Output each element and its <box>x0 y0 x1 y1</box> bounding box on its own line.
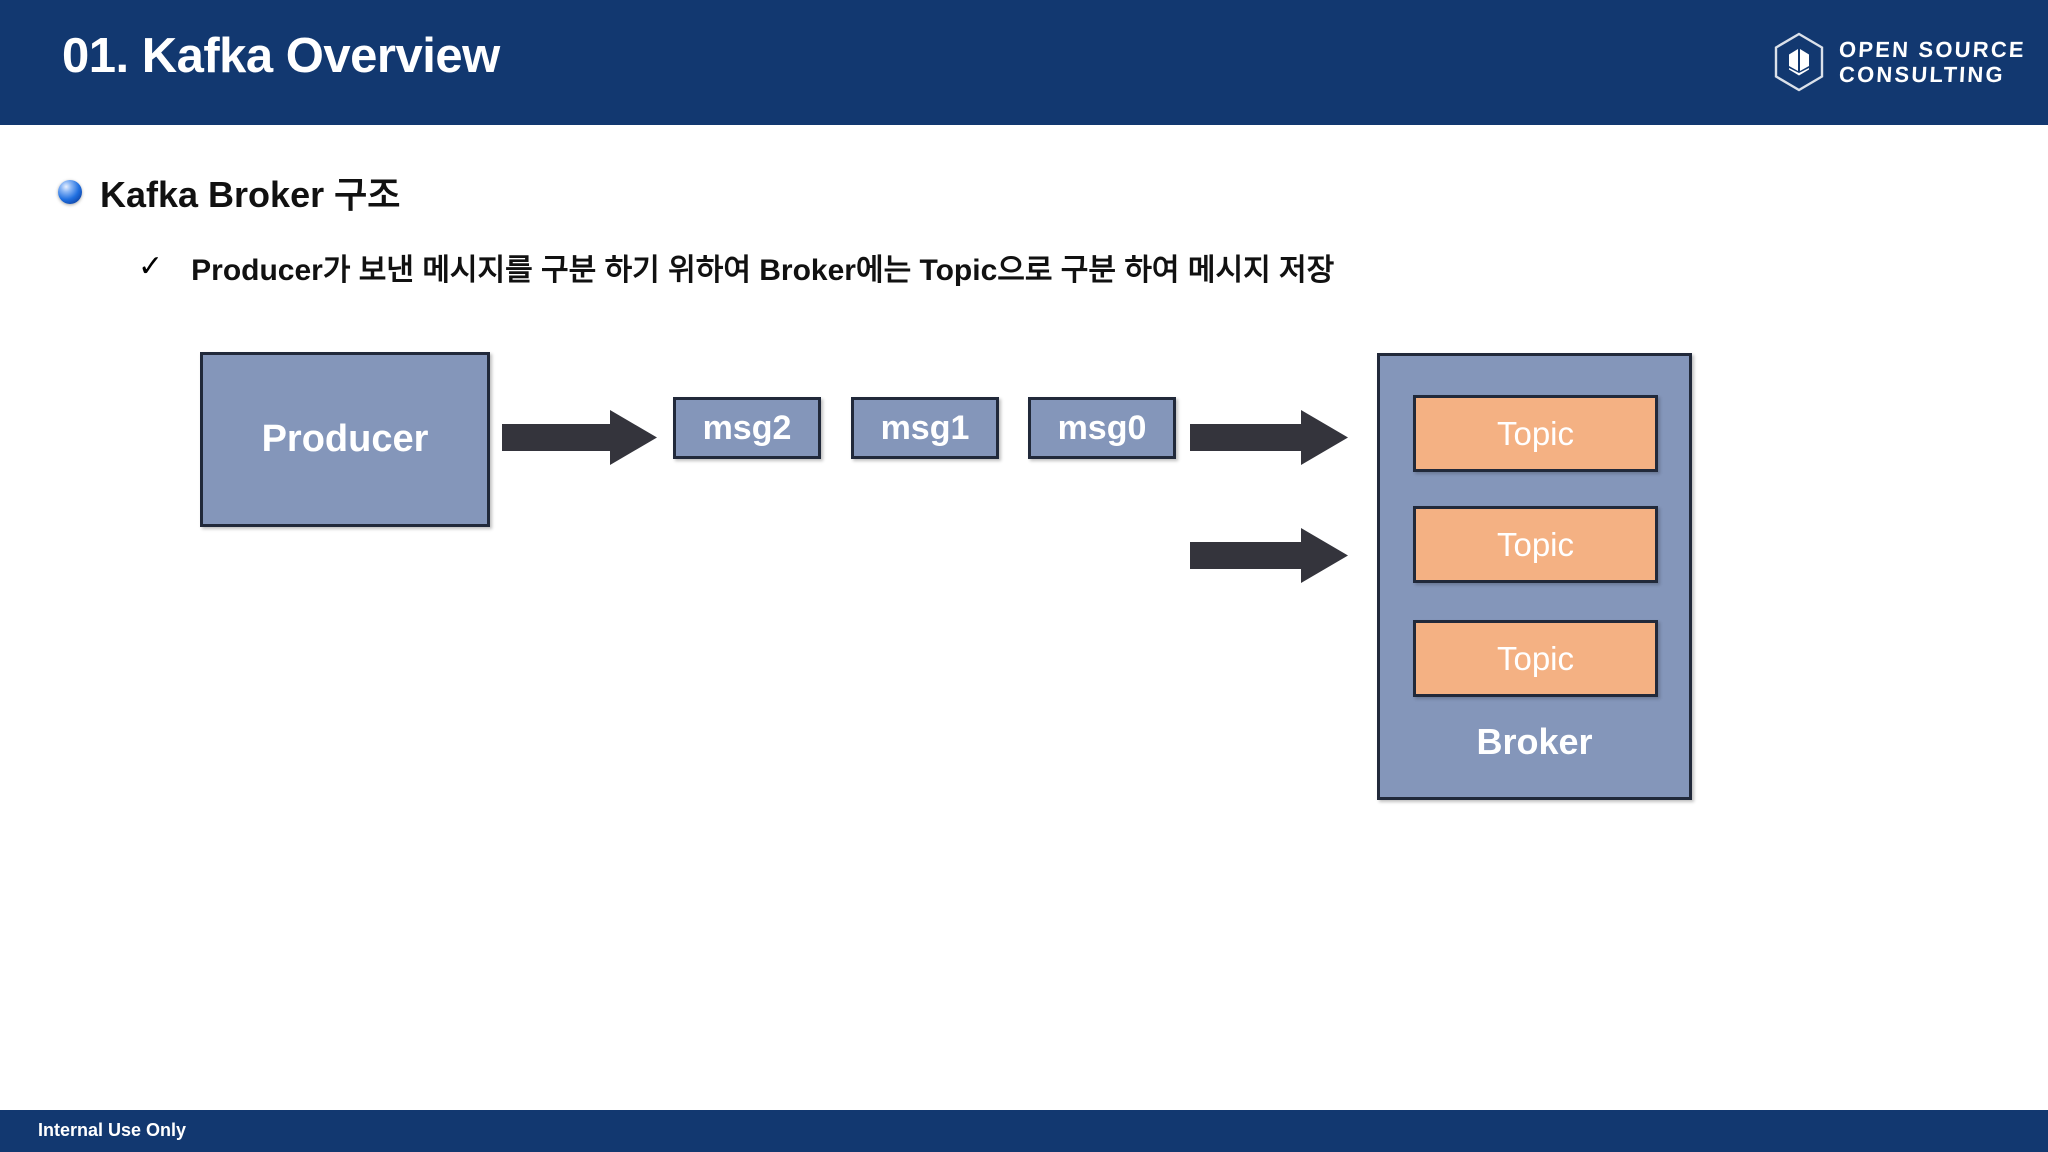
main-bullet-label: Kafka Broker 구조 <box>100 174 401 215</box>
producer-label: Producer <box>261 418 429 460</box>
message-label: msg0 <box>1057 408 1147 447</box>
header-bar <box>0 0 2048 125</box>
message-box-msg0: msg0 <box>1028 397 1176 459</box>
hexagon-cube-logo-icon <box>1775 32 1824 92</box>
footer-bar: Internal Use Only <box>0 1110 2048 1152</box>
producer-node: Producer <box>200 352 490 527</box>
sub-bullet-label: Producer가 보낸 메시지를 구분 하기 위하여 Broker에는 Top… <box>191 254 1335 287</box>
broker-node: Topic Topic Topic Broker <box>1377 353 1692 800</box>
footer-label: Internal Use Only <box>38 1120 187 1140</box>
brand-logo: OPEN SOURCE CONSULTING <box>1772 32 2027 92</box>
arrow-producer-to-messages-icon <box>502 410 657 465</box>
message-label: msg2 <box>702 408 792 447</box>
topic-label: Topic <box>1496 525 1575 563</box>
topic-box-3: Topic <box>1413 620 1658 697</box>
check-mark-icon: ✓ <box>138 250 164 283</box>
page-title: 01. Kafka Overview <box>62 29 500 83</box>
topic-box-1: Topic <box>1413 395 1658 472</box>
arrow-messages-to-broker-bottom-icon <box>1190 528 1348 583</box>
topic-label: Topic <box>1496 414 1575 452</box>
blue-sphere-bullet-icon <box>58 180 82 204</box>
message-box-msg2: msg2 <box>673 397 821 459</box>
message-label: msg1 <box>880 408 970 447</box>
message-box-msg1: msg1 <box>851 397 999 459</box>
broker-label: Broker <box>1476 721 1593 762</box>
arrow-messages-to-broker-top-icon <box>1190 410 1348 465</box>
topic-label: Topic <box>1496 639 1575 677</box>
main-bullet: Kafka Broker 구조 <box>58 166 400 218</box>
sub-bullet: ✓ Producer가 보낸 메시지를 구분 하기 위하여 Broker에는 T… <box>138 245 1334 289</box>
topic-box-2: Topic <box>1413 506 1658 583</box>
